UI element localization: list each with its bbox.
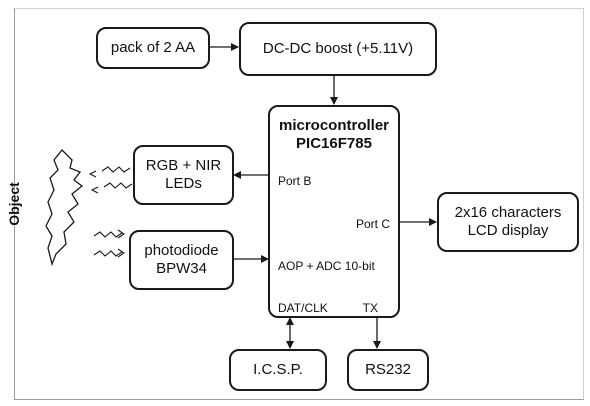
battery-pack-block: pack of 2 AA <box>96 27 210 69</box>
leds-label-line1: RGB + NIR <box>145 157 222 174</box>
rs232-block: RS232 <box>347 349 429 391</box>
leds-block: RGB + NIR LEDs <box>133 145 234 205</box>
lcd-label-line2: LCD display <box>467 222 549 239</box>
icsp-label: I.C.S.P. <box>253 361 303 378</box>
photodiode-label-line2: BPW34 <box>156 260 207 277</box>
dc-dc-boost-label: DC-DC boost (+5.11V) <box>262 40 414 57</box>
rs232-label: RS232 <box>365 361 411 378</box>
object-shape <box>45 149 84 267</box>
microcontroller-title: microcontroller <box>278 117 390 134</box>
battery-pack-label: pack of 2 AA <box>110 39 196 56</box>
port-c-label: Port C <box>355 217 390 231</box>
microcontroller-model: PIC16F785 <box>296 135 372 152</box>
diagram-frame <box>14 8 584 400</box>
aop-adc-label: AOP + ADC 10-bit <box>278 259 375 273</box>
icsp-block: I.C.S.P. <box>229 349 327 391</box>
reflected-light-squiggles <box>93 229 125 258</box>
microcontroller-block: microcontroller PIC16F785 Port B Port C … <box>268 105 400 318</box>
leds-label-line2: LEDs <box>165 175 202 192</box>
photodiode-block: photodiode BPW34 <box>129 230 234 290</box>
lcd-display-block: 2x16 characters LCD display <box>437 192 579 252</box>
dat-clk-label: DAT/CLK <box>278 301 328 315</box>
lcd-label-line1: 2x16 characters <box>454 204 562 221</box>
emitted-light-squiggles <box>88 166 133 194</box>
port-b-label: Port B <box>278 174 312 188</box>
dc-dc-boost-block: DC-DC boost (+5.11V) <box>239 22 437 76</box>
photodiode-label-line1: photodiode <box>144 242 219 259</box>
object-label: Object <box>5 182 22 226</box>
tx-label: TX <box>362 301 378 315</box>
